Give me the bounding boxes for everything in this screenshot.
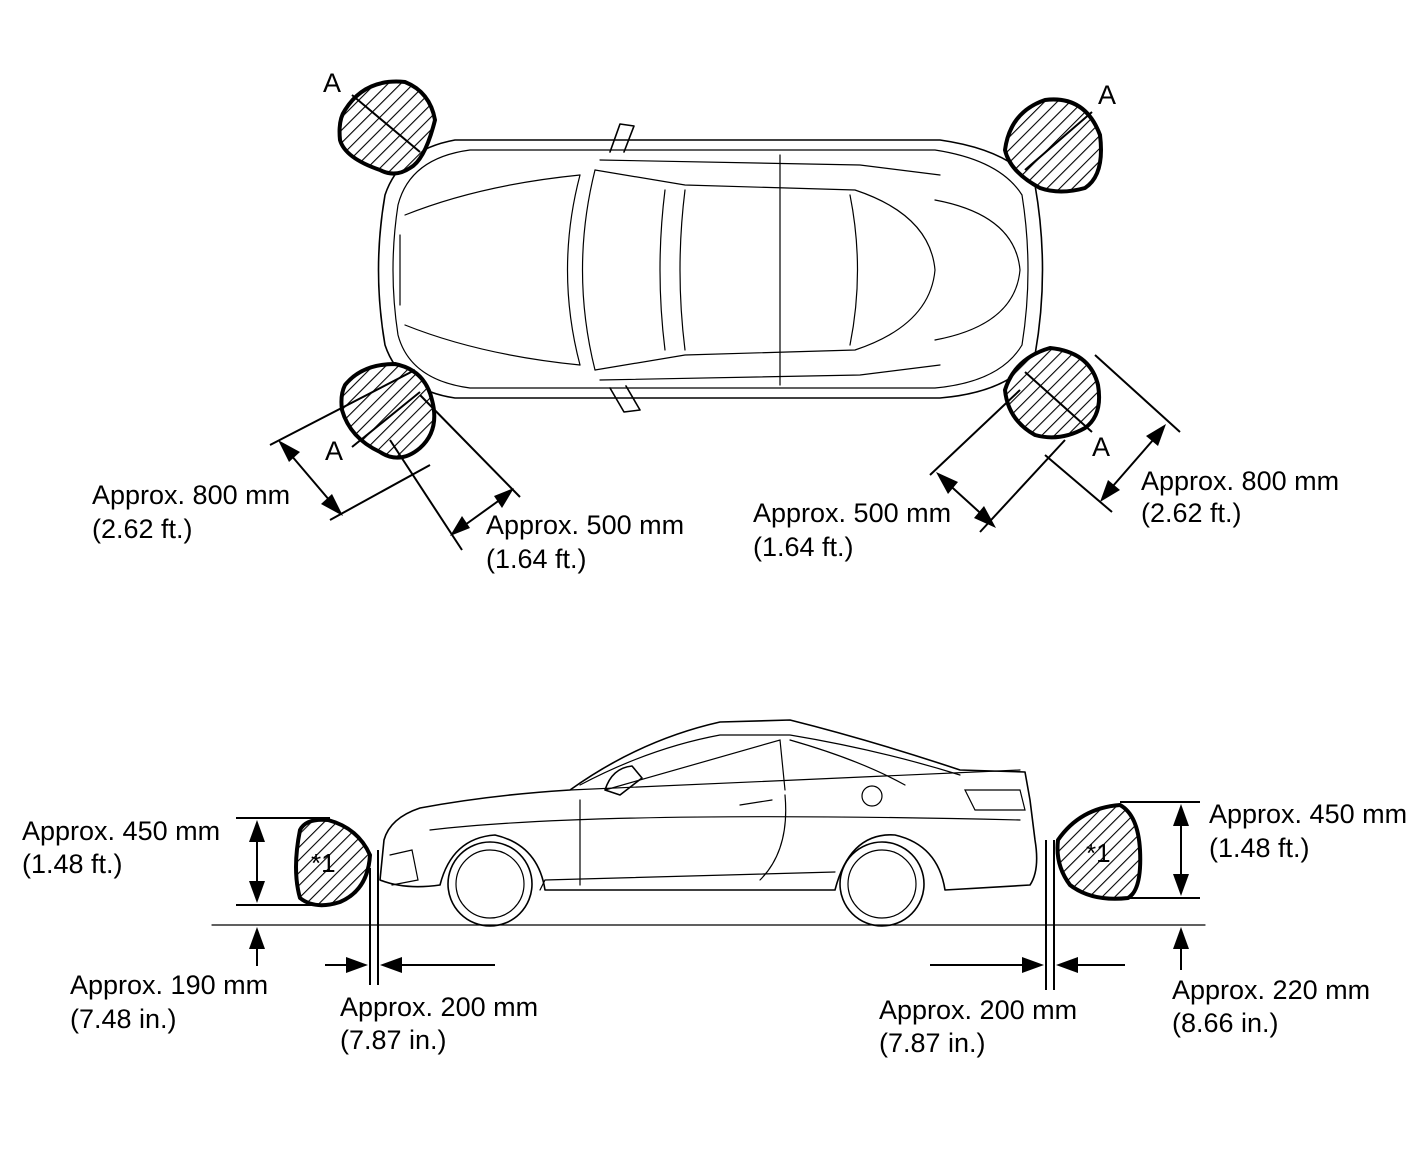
svg-text:(1.48 ft.): (1.48 ft.) — [1209, 833, 1310, 863]
car-side-view-outline — [379, 719, 1038, 927]
section-line-rear-right — [1024, 371, 1093, 433]
section-line-front-left — [351, 94, 421, 153]
svg-text:(7.87 in.): (7.87 in.) — [879, 1028, 986, 1058]
svg-text:Approx. 800 mm: Approx. 800 mm — [92, 480, 290, 510]
section-line-front-right — [1024, 111, 1093, 171]
svg-text:(1.64 ft.): (1.64 ft.) — [753, 532, 854, 562]
left-dimension-lines — [269, 369, 521, 551]
svg-text:Approx. 200 mm: Approx. 200 mm — [879, 995, 1077, 1025]
label-front-height-450: Approx. 450 mm (1.48 ft.) — [22, 816, 220, 879]
front-side-dimension-lines — [236, 817, 495, 985]
svg-text:(1.48 ft.): (1.48 ft.) — [22, 849, 123, 879]
svg-text:Approx. 450 mm: Approx. 450 mm — [1209, 799, 1407, 829]
marker-a-rear-left: A — [325, 436, 343, 466]
right-dimension-lines — [929, 354, 1181, 533]
label-front-ground-190: Approx. 190 mm (7.48 in.) — [70, 970, 268, 1034]
label-left-800: Approx. 800 mm (2.62 ft.) — [92, 480, 290, 544]
label-right-500: Approx. 500 mm (1.64 ft.) — [753, 498, 951, 562]
zone-label-front: *1 — [311, 848, 336, 878]
section-line-rear-left — [351, 391, 421, 448]
svg-text:Approx. 500 mm: Approx. 500 mm — [753, 498, 951, 528]
marker-a-rear-right: A — [1092, 432, 1110, 462]
svg-text:Approx. 200 mm: Approx. 200 mm — [340, 992, 538, 1022]
svg-text:(1.64 ft.): (1.64 ft.) — [486, 544, 587, 574]
svg-text:Approx. 220 mm: Approx. 220 mm — [1172, 975, 1370, 1005]
zone-label-rear: *1 — [1086, 838, 1111, 868]
label-left-500: Approx. 500 mm (1.64 ft.) — [486, 510, 684, 574]
rear-bumper-detection-zone — [1055, 803, 1143, 901]
label-rear-ground-220: Approx. 220 mm (8.66 in.) — [1172, 975, 1370, 1038]
svg-text:(7.48 in.): (7.48 in.) — [70, 1004, 177, 1034]
svg-text:(8.66 in.): (8.66 in.) — [1172, 1008, 1279, 1038]
label-rear-height-450: Approx. 450 mm (1.48 ft.) — [1209, 799, 1407, 863]
rear-right-detection-zone — [1003, 346, 1102, 440]
svg-text:Approx. 500 mm: Approx. 500 mm — [486, 510, 684, 540]
label-right-800: Approx. 800 mm (2.62 ft.) — [1141, 466, 1339, 528]
svg-text:Approx. 800 mm: Approx. 800 mm — [1141, 466, 1339, 496]
svg-text:Approx. 450 mm: Approx. 450 mm — [22, 816, 220, 846]
front-bumper-detection-zone — [294, 817, 372, 908]
svg-text:(2.62 ft.): (2.62 ft.) — [92, 514, 193, 544]
svg-text:(7.87 in.): (7.87 in.) — [340, 1025, 447, 1055]
svg-text:Approx. 190 mm: Approx. 190 mm — [70, 970, 268, 1000]
label-front-gap-200: Approx. 200 mm (7.87 in.) — [340, 992, 538, 1055]
rear-side-dimension-lines — [930, 801, 1200, 990]
side-view: *1 *1 — [22, 719, 1407, 1058]
car-top-view-outline — [377, 123, 1044, 413]
marker-a-front-right: A — [1098, 80, 1116, 110]
rear-left-detection-zone — [339, 362, 437, 460]
label-rear-gap-200: Approx. 200 mm (7.87 in.) — [879, 995, 1077, 1058]
svg-text:(2.62 ft.): (2.62 ft.) — [1141, 498, 1242, 528]
marker-a-front-left: A — [323, 68, 341, 98]
top-view: A A A A — [92, 68, 1339, 574]
